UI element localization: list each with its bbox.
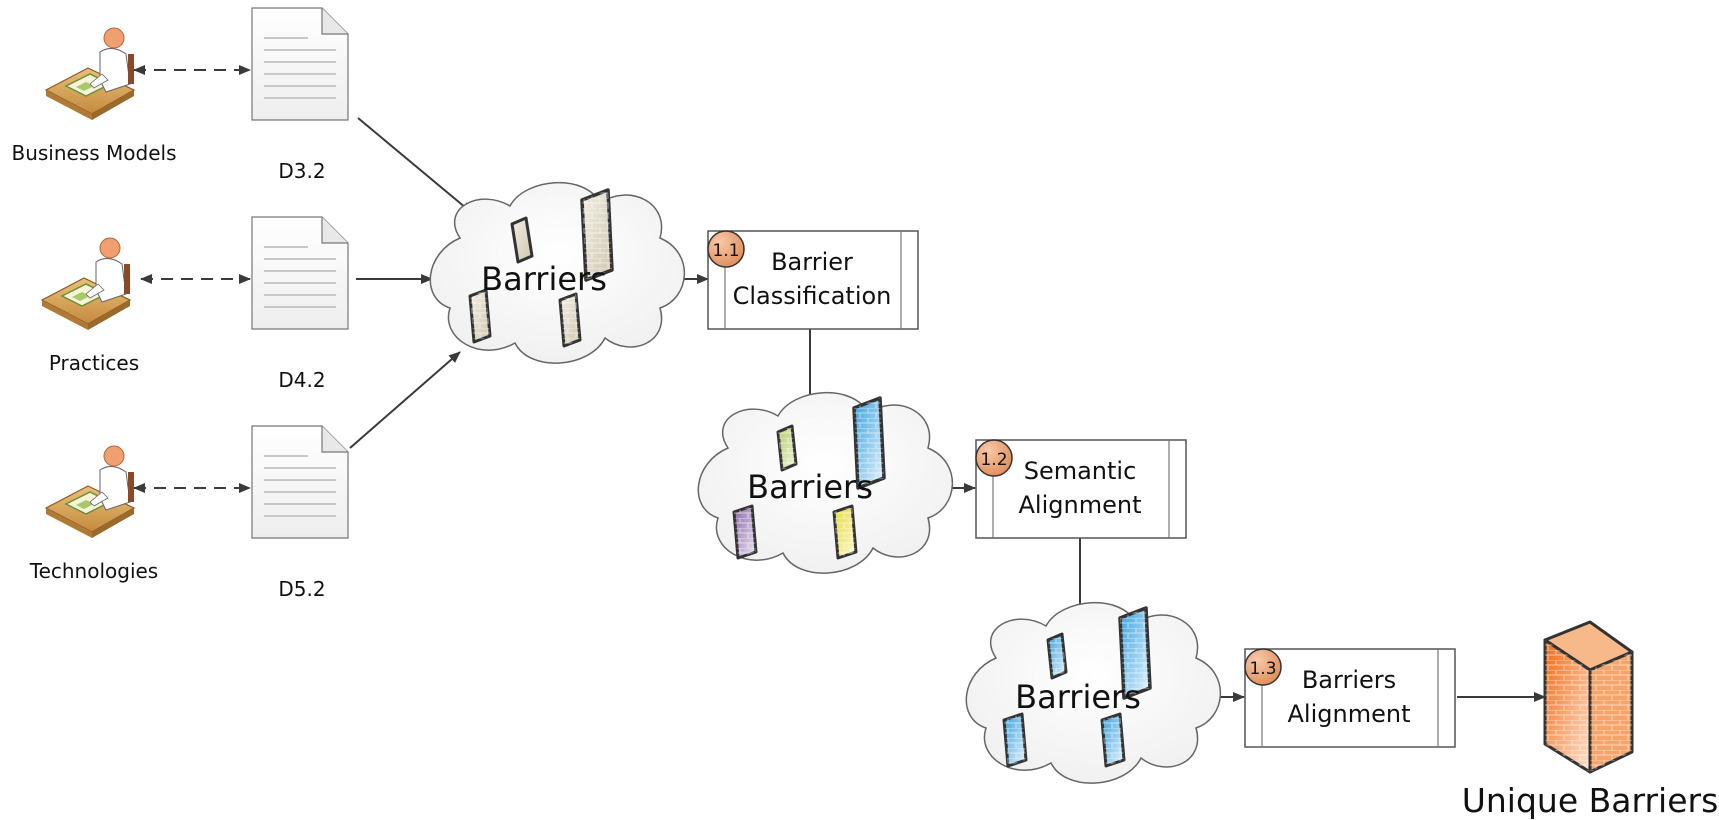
process-barriers-alignment: 1.3 Barriers Alignment xyxy=(1244,648,1456,748)
process-title-line2: Alignment xyxy=(1288,700,1411,728)
arrow-d32-to-cloud1 xyxy=(357,117,473,214)
step-number: 1.3 xyxy=(1249,659,1276,679)
actor-label: Technologies xyxy=(29,559,158,583)
wall-icon xyxy=(732,504,758,560)
process-title-line1: Semantic xyxy=(1024,457,1137,485)
barriers-cloud-3: Barriers xyxy=(965,601,1222,784)
wall-icon xyxy=(468,288,492,344)
document-d32: D3.2 xyxy=(251,7,349,183)
actor-technologies: Technologies xyxy=(29,445,158,583)
actor-business-models: Business Models xyxy=(11,27,177,165)
wall-icon xyxy=(510,216,534,264)
firewall-icon xyxy=(1543,620,1634,774)
process-barrier-classification: 1.1 Barrier Classification xyxy=(707,230,919,330)
document-d52: D5.2 xyxy=(251,425,349,601)
process-semantic-alignment: 1.2 Semantic Alignment xyxy=(975,439,1187,539)
step-number-badge xyxy=(707,230,745,268)
document-d42: D4.2 xyxy=(251,216,349,392)
actor-label: Business Models xyxy=(11,141,176,165)
unique-barriers-output: Unique Barriers xyxy=(1462,620,1719,820)
wall-icon xyxy=(558,292,582,348)
wall-icon xyxy=(832,504,858,560)
cloud-label: Barriers xyxy=(747,468,873,506)
step-number: 1.1 xyxy=(712,241,739,261)
firewall-icon xyxy=(852,396,886,490)
firewall-icon xyxy=(1118,606,1152,700)
wall-icon xyxy=(776,424,798,472)
connectors xyxy=(133,65,1546,702)
firewall-icon xyxy=(1100,712,1126,768)
document-icon xyxy=(251,216,349,330)
person-at-desk-icon xyxy=(41,237,131,331)
process-title-line1: Barriers xyxy=(1302,666,1396,694)
barriers-cloud-2: Barriers xyxy=(697,391,954,574)
document-icon xyxy=(251,7,349,121)
wall-icon xyxy=(580,188,614,282)
document-label: D5.2 xyxy=(278,577,325,601)
document-label: D4.2 xyxy=(278,368,325,392)
firewall-icon xyxy=(1046,632,1068,680)
process-title-line2: Classification xyxy=(733,282,892,310)
firewall-icon xyxy=(1002,712,1028,768)
person-at-desk-icon xyxy=(45,27,135,121)
step-number-badge xyxy=(975,439,1013,477)
output-label: Unique Barriers xyxy=(1462,781,1719,820)
process-title-line1: Barrier xyxy=(771,248,853,276)
arrow-d52-to-cloud1 xyxy=(349,351,461,449)
person-at-desk-icon xyxy=(45,445,135,539)
step-number: 1.2 xyxy=(980,450,1007,470)
process-title-line2: Alignment xyxy=(1019,491,1142,519)
cloud-label: Barriers xyxy=(481,260,607,298)
document-icon xyxy=(251,425,349,539)
cloud-label: Barriers xyxy=(1015,678,1141,716)
step-number-badge xyxy=(1244,648,1282,686)
barriers-cloud-1: Barriers xyxy=(429,181,686,364)
actor-label: Practices xyxy=(49,351,139,375)
document-label: D3.2 xyxy=(278,159,325,183)
actor-practices: Practices xyxy=(41,237,139,375)
